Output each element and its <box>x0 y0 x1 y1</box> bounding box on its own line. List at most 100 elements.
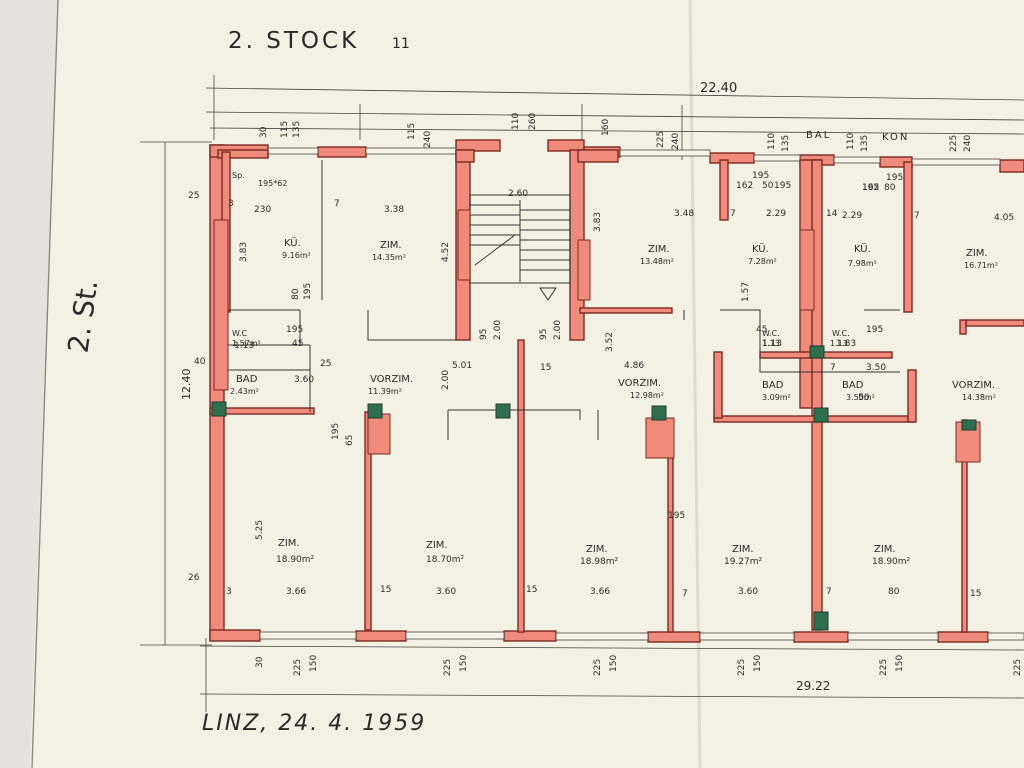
title-mark: 11 <box>392 36 410 52</box>
room-name: ZIM. <box>380 240 402 251</box>
svg-text:26: 26 <box>188 573 200 583</box>
svg-text:3: 3 <box>226 587 232 597</box>
svg-text:1.83: 1.83 <box>836 339 856 349</box>
svg-text:115: 115 <box>280 121 290 138</box>
svg-text:225: 225 <box>737 659 747 676</box>
svg-text:160: 160 <box>601 119 611 136</box>
svg-text:150: 150 <box>753 655 763 672</box>
svg-text:135: 135 <box>860 135 870 152</box>
svg-text:2.00: 2.00 <box>441 370 451 390</box>
svg-text:2.29: 2.29 <box>842 211 862 221</box>
svg-text:7: 7 <box>826 587 832 597</box>
room-area: 18.90m² <box>276 555 315 565</box>
svg-text:135: 135 <box>292 121 302 138</box>
page-title: 2. STOCK <box>228 28 359 54</box>
room-area: 9.16m² <box>282 251 311 260</box>
svg-text:80: 80 <box>888 587 900 597</box>
svg-text:3.50: 3.50 <box>866 363 886 373</box>
svg-text:2.60: 2.60 <box>508 189 528 199</box>
svg-text:195: 195 <box>862 183 879 193</box>
room-area: 19.27m² <box>724 557 763 567</box>
room-area: 3.50m² <box>846 393 875 402</box>
svg-text:115: 115 <box>407 123 417 140</box>
paper-edge <box>31 0 59 768</box>
svg-text:135: 135 <box>781 135 791 152</box>
room-name: BAD <box>842 380 864 391</box>
room-name: ZIM. <box>648 244 670 255</box>
svg-text:225: 225 <box>949 135 959 152</box>
room-area: 18.98m² <box>580 557 619 567</box>
svg-text:150: 150 <box>895 655 905 672</box>
svg-text:3.83: 3.83 <box>593 212 603 232</box>
svg-text:2.29: 2.29 <box>766 209 786 219</box>
room-area: 7.28m² <box>748 257 777 266</box>
svg-text:1.13: 1.13 <box>234 341 254 351</box>
room-name: ZIM. <box>732 544 754 555</box>
room-area: 7.98m² <box>848 259 877 268</box>
svg-text:40: 40 <box>194 357 206 367</box>
svg-text:195: 195 <box>774 181 791 191</box>
room-area: 14.38m² <box>962 393 996 402</box>
room-name: VORZIM. <box>952 380 995 391</box>
room-area: 2.43m² <box>230 387 259 396</box>
svg-text:1.57: 1.57 <box>741 282 751 302</box>
svg-text:4.86: 4.86 <box>624 361 644 371</box>
svg-text:30: 30 <box>259 126 269 138</box>
svg-text:45: 45 <box>756 325 767 335</box>
svg-text:195: 195 <box>303 283 313 300</box>
svg-text:3.66: 3.66 <box>590 587 610 597</box>
room-area: 195*62 <box>258 179 287 188</box>
svg-text:195: 195 <box>331 423 341 440</box>
svg-text:45: 45 <box>292 339 303 349</box>
svg-text:240: 240 <box>671 133 681 150</box>
svg-text:14: 14 <box>826 209 838 219</box>
windows <box>259 147 1024 641</box>
svg-text:80: 80 <box>291 288 301 300</box>
room-name: Sp. <box>232 171 245 180</box>
room-area: 13.48m² <box>640 257 674 266</box>
svg-text:95: 95 <box>539 329 549 340</box>
svg-text:150: 150 <box>609 655 619 672</box>
svg-text:30: 30 <box>255 656 265 668</box>
svg-text:225: 225 <box>1013 659 1023 676</box>
room-area: 1.13 <box>762 339 780 348</box>
svg-text:240: 240 <box>963 135 973 152</box>
kon-label: KON <box>882 132 909 143</box>
svg-text:3.60: 3.60 <box>738 587 758 597</box>
svg-text:15: 15 <box>540 363 551 373</box>
place-date: LINZ, 24. 4. 1959 <box>202 711 426 736</box>
svg-text:1.13: 1.13 <box>762 339 782 349</box>
svg-text:225: 225 <box>293 659 303 676</box>
svg-text:3.66: 3.66 <box>286 587 306 597</box>
svg-text:3.38: 3.38 <box>384 205 404 215</box>
svg-text:150: 150 <box>309 655 319 672</box>
columns <box>211 345 977 631</box>
svg-text:50: 50 <box>762 181 774 191</box>
svg-text:25: 25 <box>320 359 331 369</box>
svg-text:150: 150 <box>459 655 469 672</box>
partitions <box>224 160 900 440</box>
room-area: 1.13 <box>830 339 848 348</box>
svg-text:3.48: 3.48 <box>674 209 694 219</box>
svg-text:195: 195 <box>866 325 883 335</box>
overall-bottom-dimension: 29.22 <box>796 679 830 693</box>
svg-text:3.52: 3.52 <box>605 332 615 352</box>
svg-text:3.60: 3.60 <box>294 375 314 385</box>
room-area: 3.09m² <box>762 393 791 402</box>
svg-text:240: 240 <box>423 131 433 148</box>
svg-text:195: 195 <box>668 511 685 521</box>
svg-text:80: 80 <box>884 183 896 193</box>
room-name: ZIM. <box>874 544 896 555</box>
height-left-dimension: 12.40 <box>180 369 193 401</box>
overall-top-dimension: 22.40 <box>700 81 737 96</box>
svg-text:3.60: 3.60 <box>436 587 456 597</box>
svg-text:2.00: 2.00 <box>553 320 563 340</box>
svg-text:225: 225 <box>879 659 889 676</box>
staircase <box>469 194 571 301</box>
svg-text:7: 7 <box>334 199 340 209</box>
room-name: ZIM. <box>966 248 988 259</box>
plan-paper <box>30 0 1024 768</box>
svg-text:25: 25 <box>188 191 199 201</box>
chimneys <box>213 209 981 463</box>
